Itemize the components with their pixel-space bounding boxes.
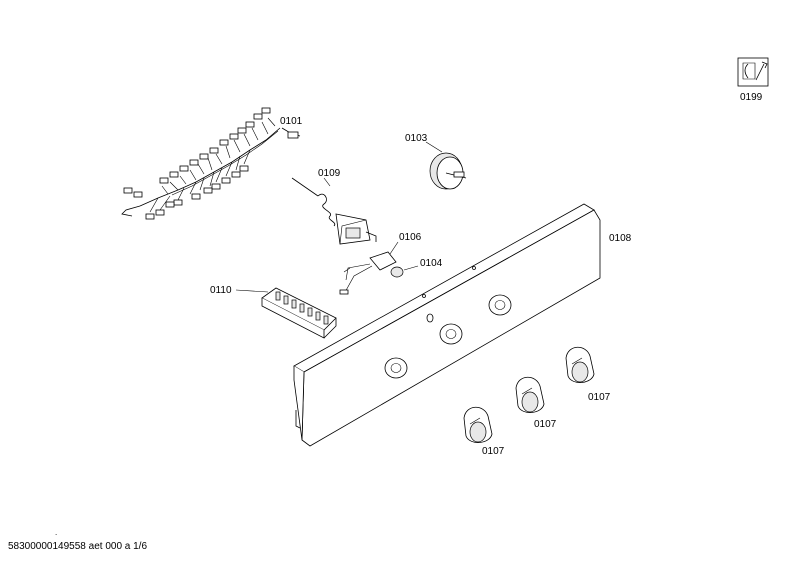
part-label-0107-b: 0107 [534, 419, 557, 430]
part-label-0110: 0110 [210, 285, 232, 296]
footer-dot: . [55, 528, 58, 537]
control-knob-3 [565, 346, 595, 383]
part-label-0108: 0108 [609, 233, 632, 244]
wrench-document-icon [737, 57, 769, 87]
terminal-block [261, 287, 337, 339]
wiring-harness [121, 107, 301, 220]
part-label-0199: 0199 [740, 92, 763, 103]
part-label-0103: 0103 [405, 133, 428, 144]
document-footer: 58300000149558 aet 000 a 1/6 [8, 541, 148, 552]
thermostat [291, 177, 377, 245]
part-label-0107-a: 0107 [482, 446, 505, 457]
knob-opening-3 [488, 294, 512, 316]
knob-opening-2 [439, 323, 463, 345]
part-label-0107-c: 0107 [588, 392, 611, 403]
part-label-0106: 0106 [399, 232, 422, 243]
part-label-0104: 0104 [420, 258, 443, 269]
selector-switch [339, 251, 404, 295]
control-knob-1 [463, 406, 493, 443]
part-label-0109: 0109 [318, 168, 341, 179]
control-knob-2 [515, 376, 545, 413]
timer-unit [429, 152, 467, 190]
knob-opening-1 [384, 357, 408, 379]
part-label-0101: 0101 [280, 116, 303, 127]
control-panel [293, 203, 601, 447]
